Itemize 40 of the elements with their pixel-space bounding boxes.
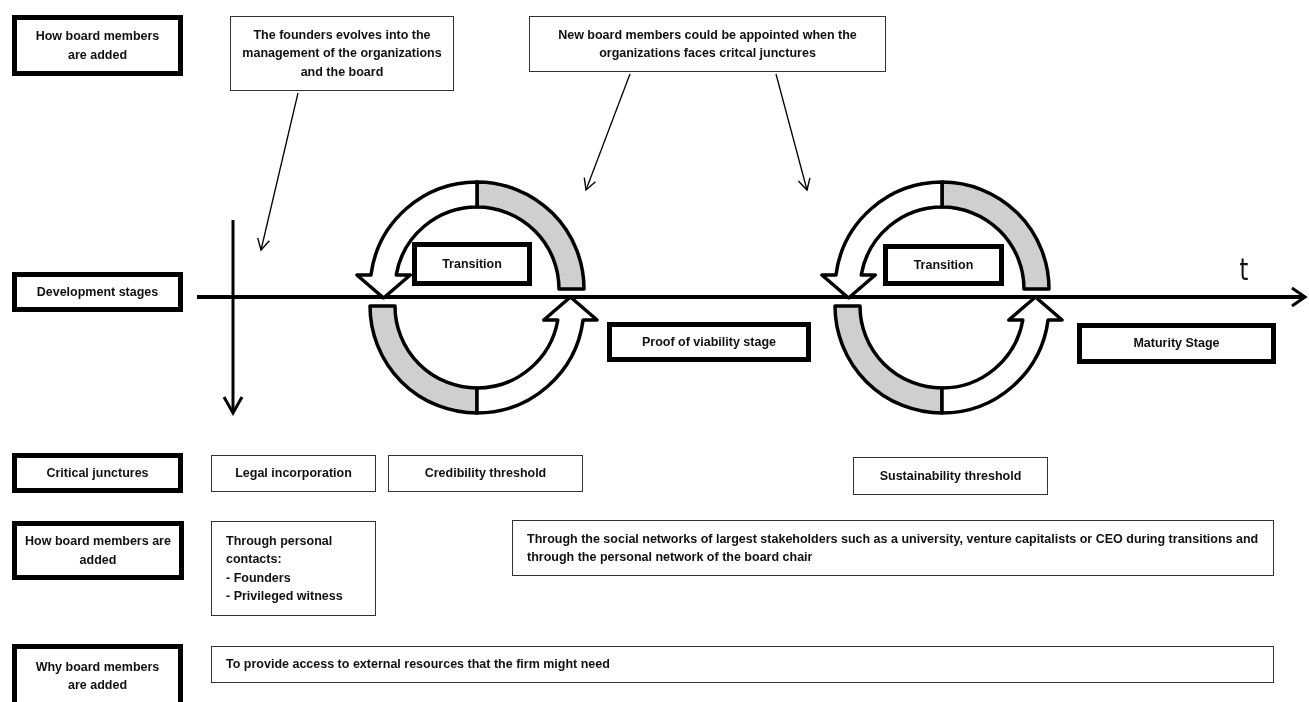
box-text: Transition <box>442 255 502 273</box>
juncture-box <box>211 455 376 492</box>
description-box <box>211 646 1274 683</box>
leader-arrow <box>583 73 631 191</box>
row-header-box <box>12 521 184 580</box>
box-text: Through personal contacts: <box>226 533 334 569</box>
row-header-box <box>12 272 183 312</box>
box-text: Why board members are added <box>34 658 161 694</box>
callout-box <box>230 16 454 91</box>
box-text: - Founders <box>226 569 291 587</box>
box-text: Maturity Stage <box>1133 335 1220 353</box>
box-text: How board members are added <box>25 533 171 569</box>
leader-arrow <box>257 92 299 251</box>
juncture-box <box>853 457 1048 495</box>
box-text: Development stages <box>36 283 159 301</box>
box-text: Legal incorporation <box>235 465 352 483</box>
axis-label: t <box>1239 252 1249 287</box>
juncture-box <box>388 455 583 492</box>
row-header-box <box>12 453 183 493</box>
callout-box <box>529 16 886 72</box>
description-box <box>512 520 1274 576</box>
row-header-box <box>12 15 183 76</box>
stage-box <box>607 322 811 362</box>
box-text: New board members could be appointed when the organizations faces critcal junctures <box>557 26 858 62</box>
stage-box <box>1077 323 1276 364</box>
box-text: Through the social networks of largest stakeholders such as a university, venture capitalists or CEO during transitions and through the personal network of the board chair <box>527 530 1259 566</box>
box-text: To provide access to external resources that the firm might need <box>226 656 610 674</box>
stage-box <box>412 242 532 286</box>
box-text: - Privileged witness <box>226 587 343 605</box>
box-text: Transition <box>913 256 974 274</box>
box-text: Sustainability threshold <box>879 467 1022 485</box>
description-box <box>211 521 376 616</box>
stage-box <box>883 244 1004 286</box>
box-text: How board members are added <box>34 28 161 64</box>
box-text: Critical junctures <box>46 464 149 482</box>
box-text: Credibility threshold <box>424 465 547 483</box>
leader-arrow <box>775 73 811 191</box>
box-text: The founders evolves into the management of the organizations and the board <box>241 27 443 81</box>
row-header-box <box>12 644 183 702</box>
box-text: Proof of viability stage <box>641 333 777 351</box>
